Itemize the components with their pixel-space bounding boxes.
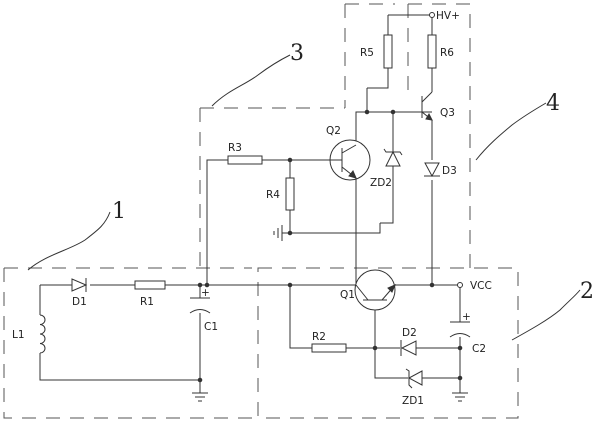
vcc-label: VCC [470, 280, 492, 292]
ground-symbol-q2 [273, 225, 283, 241]
diode-d3: D3 [424, 162, 457, 178]
r2-label: R2 [312, 331, 326, 343]
r6-label: R6 [440, 47, 454, 59]
q3-label: Q3 [440, 107, 455, 119]
capacitor-c2: + C2 [449, 311, 486, 355]
d3-label: D3 [442, 165, 457, 177]
r4-label: R4 [266, 189, 280, 201]
block-number-2: 2 [580, 279, 594, 304]
callout-3: 3 [211, 41, 304, 107]
resistor-r1: R1 [134, 280, 166, 308]
callout-2: 2 [511, 279, 594, 341]
transistor-q1: Q1 [340, 269, 396, 311]
resistor-r5: R5 [360, 34, 393, 69]
q1-label: Q1 [340, 289, 355, 301]
resistor-r6: R6 [427, 34, 454, 69]
hv-plus-terminal: HV+ [429, 10, 460, 22]
block-outline-1 [3, 267, 252, 419]
resistor-r3: R3 [227, 142, 263, 165]
diode-d2: D2 [400, 327, 417, 356]
block-number-4: 4 [546, 91, 560, 116]
l1-label: L1 [12, 329, 25, 341]
block-outline-2 [257, 267, 519, 419]
zener-diode-zd1: ZD1 [402, 368, 424, 407]
resistor-r2: R2 [311, 331, 347, 353]
junctions [197, 109, 463, 383]
transistor-q2: Q2 [326, 125, 371, 181]
ground-symbol-c1 [192, 392, 208, 402]
callout-1: 1 [27, 199, 126, 271]
block-number-1: 1 [112, 199, 126, 224]
hv-plus-label: HV+ [436, 10, 460, 22]
block-outline-4 [407, 3, 471, 268]
transistor-q3: Q3 [421, 91, 455, 121]
block-outline-3 [199, 3, 395, 268]
d1-label: D1 [72, 296, 87, 308]
zd1-label: ZD1 [402, 395, 424, 407]
inductor-l1: L1 [12, 314, 46, 354]
q2-label: Q2 [326, 125, 341, 137]
d2-label: D2 [402, 327, 417, 339]
c1-label: C1 [204, 321, 218, 333]
diode-d1: D1 [71, 278, 88, 308]
c1-plus-label: + [201, 287, 210, 299]
ground-symbol-c2 [452, 392, 468, 402]
zener-diode-zd2: ZD2 [370, 148, 403, 223]
block-number-3: 3 [290, 41, 304, 66]
callout-4: 4 [475, 91, 560, 161]
c2-label: C2 [472, 343, 486, 355]
capacitor-c1: + C1 [189, 287, 218, 333]
resistor-r4: R4 [266, 177, 295, 211]
r1-label: R1 [140, 296, 154, 308]
wires [39, 14, 461, 393]
c2-plus-label: + [462, 311, 471, 323]
zd2-label: ZD2 [370, 177, 392, 189]
vcc-terminal: VCC [457, 280, 492, 292]
r5-label: R5 [360, 47, 374, 59]
r3-label: R3 [228, 142, 242, 154]
